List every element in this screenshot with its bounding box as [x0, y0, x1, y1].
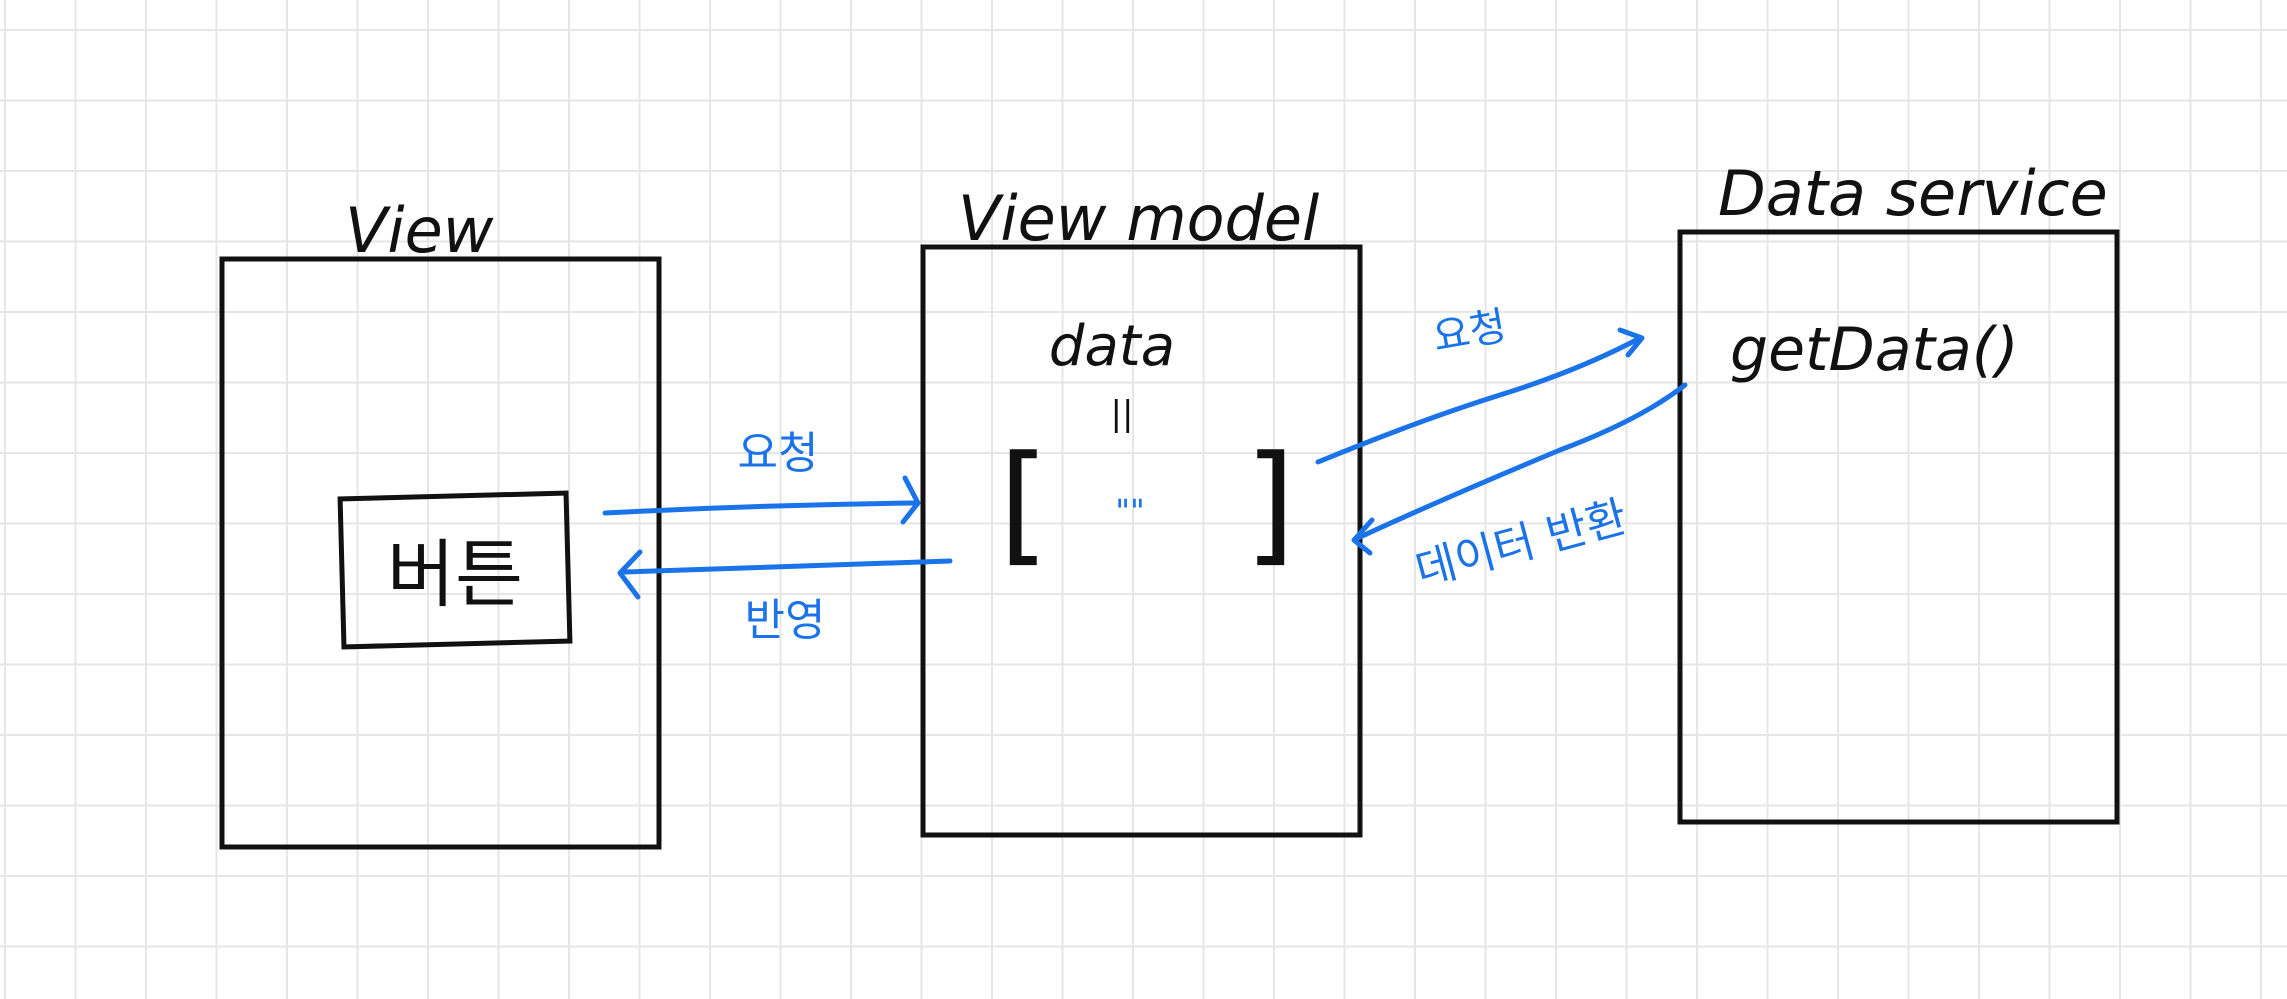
arrow-reflect-to-view: 반영 — [617, 549, 953, 646]
view-box — [219, 256, 662, 850]
view-button-box — [337, 490, 573, 650]
data-service-title: Data service — [1718, 157, 2108, 230]
label-request-to-view-model: 요청 — [738, 428, 819, 479]
arrow-request-line — [602, 500, 918, 516]
arrow-return-data: 데이터 반환 — [1351, 382, 1688, 597]
arrow-reflect-line — [622, 558, 953, 575]
arrow-ds-request-head — [1617, 327, 1645, 358]
data-service-box — [1677, 229, 2120, 825]
view-model-equals-mark: || — [1111, 394, 1134, 434]
view-model-component: View model data || [ ] "" — [920, 182, 1363, 838]
view-model-bracket-open: [ — [999, 427, 1050, 579]
view-model-box — [920, 244, 1363, 838]
label-return-data: 데이터 반환 — [1410, 491, 1632, 596]
view-model-title: View model — [958, 182, 1319, 255]
arrow-return-head — [1351, 517, 1375, 556]
data-service-method-label: getData() — [1730, 315, 2019, 385]
label-request-to-data-service: 요청 — [1430, 303, 1510, 361]
label-reflect-to-view: 반영 — [745, 595, 826, 646]
arrow-request-to-view-model: 요청 — [602, 428, 921, 525]
view-component: View 버튼 — [219, 194, 662, 850]
arrow-return-line — [1355, 382, 1688, 541]
view-button-label: 버튼 — [387, 532, 523, 618]
view-model-data-label: data — [1049, 314, 1175, 379]
arrow-request-head — [900, 475, 921, 525]
data-service-component: Data service getData() — [1677, 157, 2120, 825]
arrow-reflect-head — [617, 549, 643, 600]
view-model-quote-mark: "" — [1115, 492, 1144, 530]
view-title: View — [345, 194, 494, 267]
arrow-ds-request-line — [1315, 335, 1643, 465]
view-model-bracket-close: ] — [1245, 427, 1296, 579]
